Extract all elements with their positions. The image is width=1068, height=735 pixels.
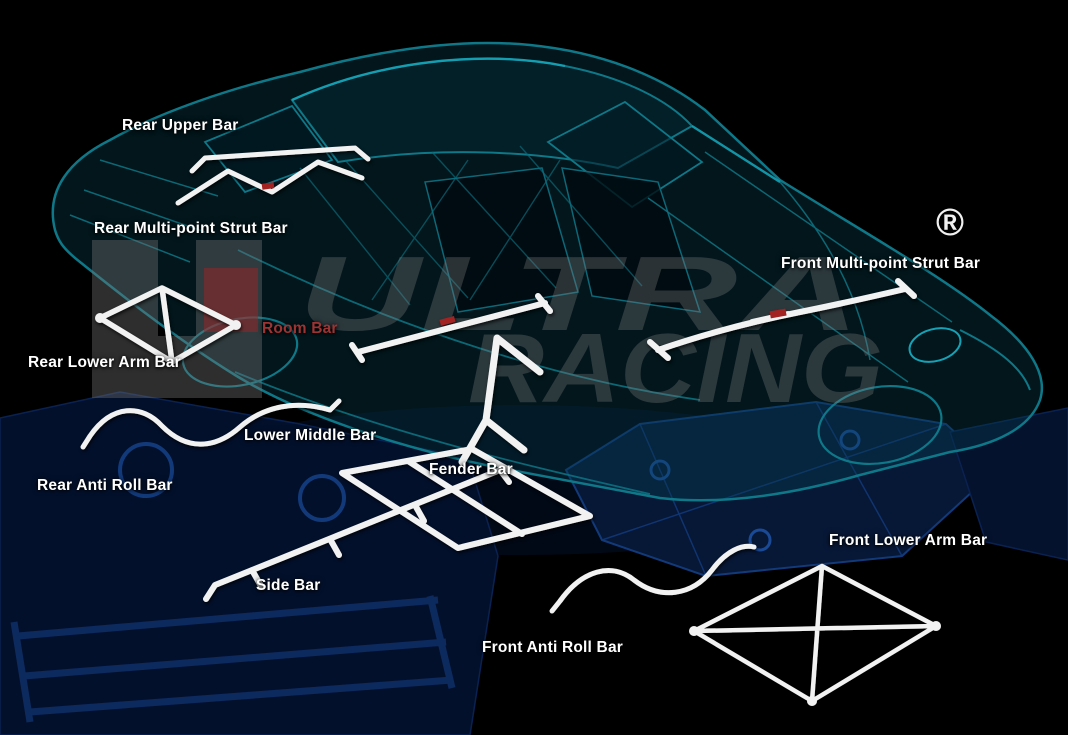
mount-point	[95, 313, 105, 323]
label-front-anti-roll-bar: Front Anti Roll Bar	[482, 639, 623, 656]
label-front-lower-arm-bar: Front Lower Arm Bar	[829, 532, 988, 549]
label-rear-anti-roll-bar: Rear Anti Roll Bar	[37, 477, 173, 494]
front-lower-arm-frame	[691, 563, 939, 704]
axle-hubs-left	[118, 442, 347, 522]
ur-logo-sticker	[769, 308, 787, 319]
watermark-ultra-text: ULTRA	[298, 235, 860, 353]
mount-point	[231, 320, 241, 330]
headlight	[908, 327, 962, 363]
registered-trademark-symbol: ®	[936, 202, 964, 244]
lower-middle-bar-art	[339, 446, 593, 551]
label-fender-bar: Fender Bar	[429, 461, 513, 478]
nose-edge	[959, 329, 1031, 391]
rear-upper-bar-art	[189, 145, 371, 174]
label-side-bar: Side Bar	[256, 577, 321, 594]
label-front-multipoint-strut-bar: Front Multi-point Strut Bar	[781, 255, 981, 272]
ur-logo-sticker	[439, 316, 456, 326]
front-wheel-arch	[817, 384, 943, 466]
fender-bar-art	[458, 334, 544, 466]
pillar-highlights	[291, 57, 781, 184]
mount-point	[807, 696, 817, 706]
front-anti-roll-bar-art	[549, 543, 757, 614]
bushing-2	[839, 429, 861, 451]
fender-bar-tubes	[458, 334, 544, 466]
rear-multipoint-strut-bar-art	[175, 159, 365, 206]
bushing-1	[649, 459, 671, 481]
front-multipoint-tube	[647, 278, 917, 361]
lower-middle-frame	[339, 446, 593, 551]
front-multipoint-strut-bar-art	[647, 278, 917, 361]
label-rear-upper-bar: Rear Upper Bar	[122, 117, 239, 134]
room-bar-art	[349, 293, 553, 363]
label-rear-multipoint-strut-bar: Rear Multi-point Strut Bar	[94, 220, 288, 237]
ur-logo-sticker	[261, 182, 275, 190]
front-lower-arm-bar-art	[689, 563, 941, 706]
rear-lower-arm-bar-art	[95, 285, 241, 365]
room-bar-tube	[349, 293, 553, 363]
mount-point	[931, 621, 941, 631]
chassis-base	[0, 391, 1068, 735]
label-rear-lower-arm-bar: Rear Lower Arm Bar	[28, 354, 181, 371]
side-bar-art	[203, 467, 512, 602]
mount-point	[689, 626, 699, 636]
label-lower-middle-bar: Lower Middle Bar	[244, 427, 377, 444]
door-openings	[424, 167, 702, 313]
cabin-frame-tubes	[299, 145, 643, 306]
bushing-3	[748, 528, 772, 552]
rear-anti-roll-bar-art	[80, 398, 342, 450]
car-body-shell	[51, 41, 1044, 502]
ladder-frame-ribs	[10, 595, 456, 723]
side-bar-tube	[203, 467, 512, 602]
front-anti-roll-tube	[549, 543, 757, 614]
rear-multipoint-tube	[175, 159, 365, 206]
rear-upper-bar-tube	[189, 145, 371, 174]
rear-anti-roll-tube	[80, 398, 342, 450]
strut-bars	[80, 145, 941, 706]
sill-lines	[234, 249, 701, 495]
label-room-bar: Room Bar	[262, 320, 338, 337]
